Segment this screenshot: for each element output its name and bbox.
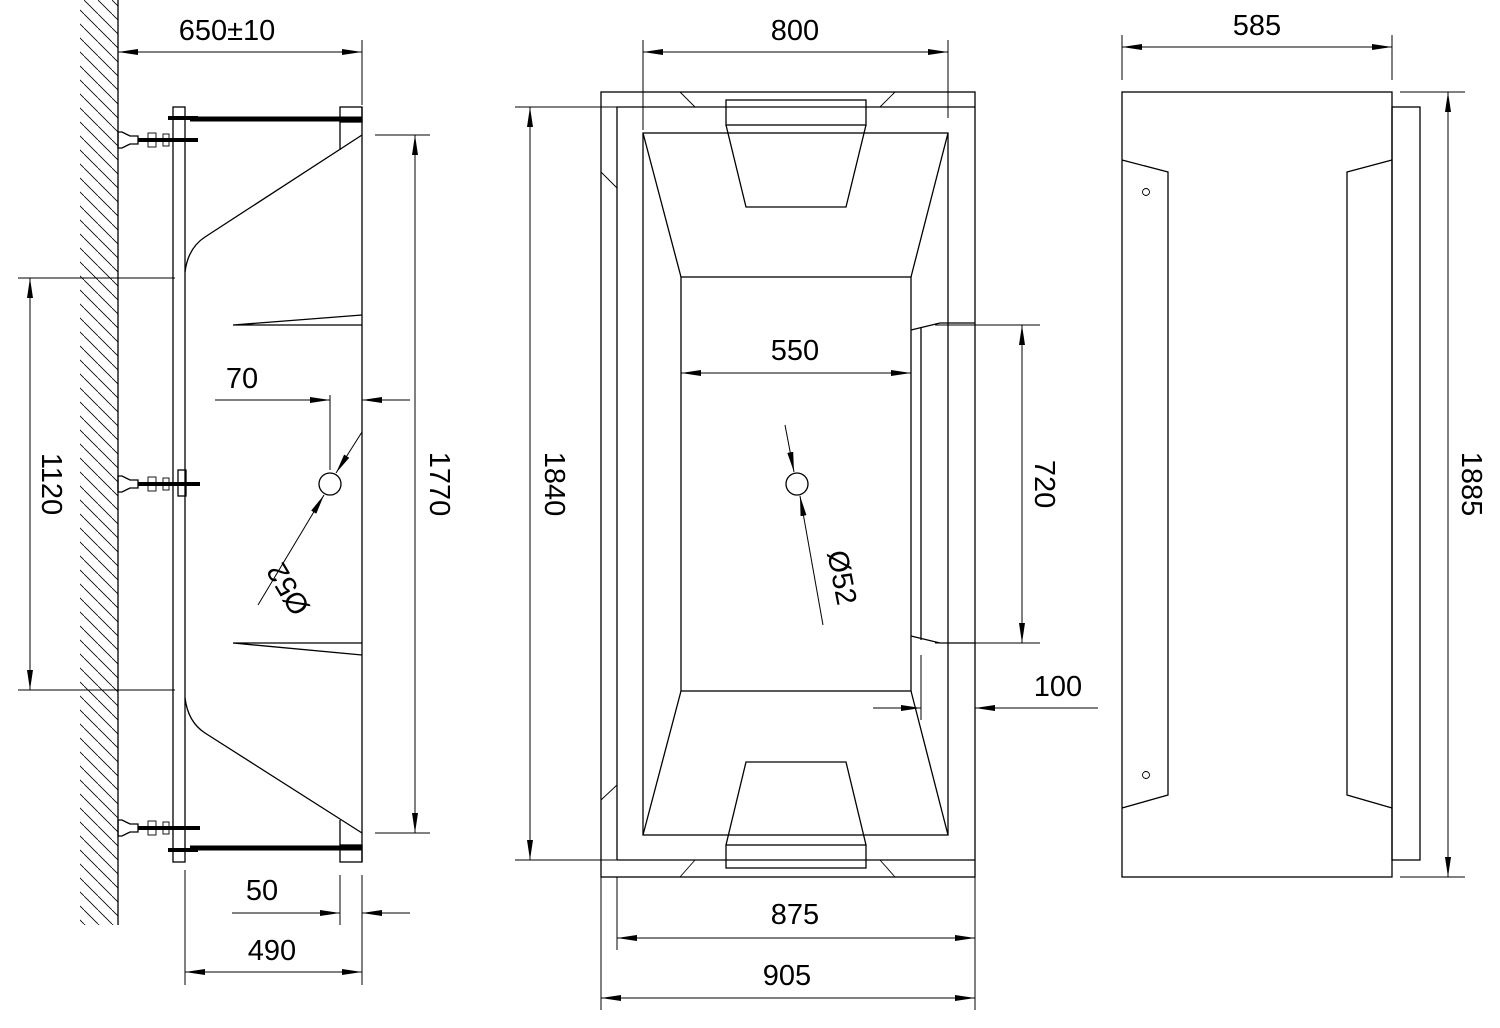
dim-1120: 1120	[35, 453, 67, 515]
basin-slopes	[642, 132, 949, 836]
basin-outline	[642, 132, 949, 836]
tub-profile-top	[184, 134, 363, 273]
drain-hole	[318, 472, 342, 496]
dim-650: 650±10	[179, 15, 276, 47]
dim-100: 100	[1034, 671, 1082, 703]
wedge-bottom	[232, 642, 363, 656]
end-view: 585 1885	[1121, 10, 1487, 878]
dim-720: 720	[1028, 460, 1060, 508]
mount-hole-top	[1142, 188, 1150, 196]
tub-body	[1121, 91, 1393, 878]
mount-hole-bottom	[1142, 771, 1150, 779]
outer-rim	[600, 91, 976, 878]
side-flange	[1391, 106, 1421, 861]
dim-1840: 1840	[538, 452, 570, 517]
dim-diameter-side: Ø52	[261, 557, 317, 620]
top-view: 800 1840 550 720 100 Ø52 875 905	[515, 15, 1098, 1010]
adjustable-foot-middle	[117, 475, 200, 493]
panel-right	[1346, 159, 1393, 809]
dim-800: 800	[771, 15, 819, 47]
dim-1770: 1770	[423, 452, 455, 517]
dim-875: 875	[771, 899, 819, 931]
adjustable-foot-top	[117, 116, 198, 149]
side-step	[910, 322, 975, 644]
headrest-bottom	[725, 761, 867, 869]
rim-bottom	[339, 844, 363, 863]
dim-550: 550	[771, 335, 819, 367]
dim-490: 490	[248, 935, 296, 967]
dim-50: 50	[246, 875, 278, 907]
headrest-top	[725, 99, 867, 208]
dim-70: 70	[226, 363, 258, 395]
drain-hole	[785, 472, 809, 496]
basin-floor	[680, 276, 912, 692]
dim-585: 585	[1233, 10, 1281, 42]
panel-left	[1121, 159, 1169, 809]
wedge-top	[232, 314, 363, 326]
wall-hatch	[80, 0, 118, 925]
adjustable-foot-bottom	[117, 819, 200, 852]
dim-905: 905	[763, 960, 811, 992]
rim-top	[339, 106, 363, 123]
side-view: 650±10 1770 1120 70 Ø52 50 490	[18, 0, 455, 985]
dim-1885: 1885	[1455, 452, 1487, 517]
tub-profile-bottom	[184, 697, 363, 834]
dim-diameter-top: Ø52	[820, 548, 862, 608]
rim-corner-marks	[600, 91, 896, 878]
